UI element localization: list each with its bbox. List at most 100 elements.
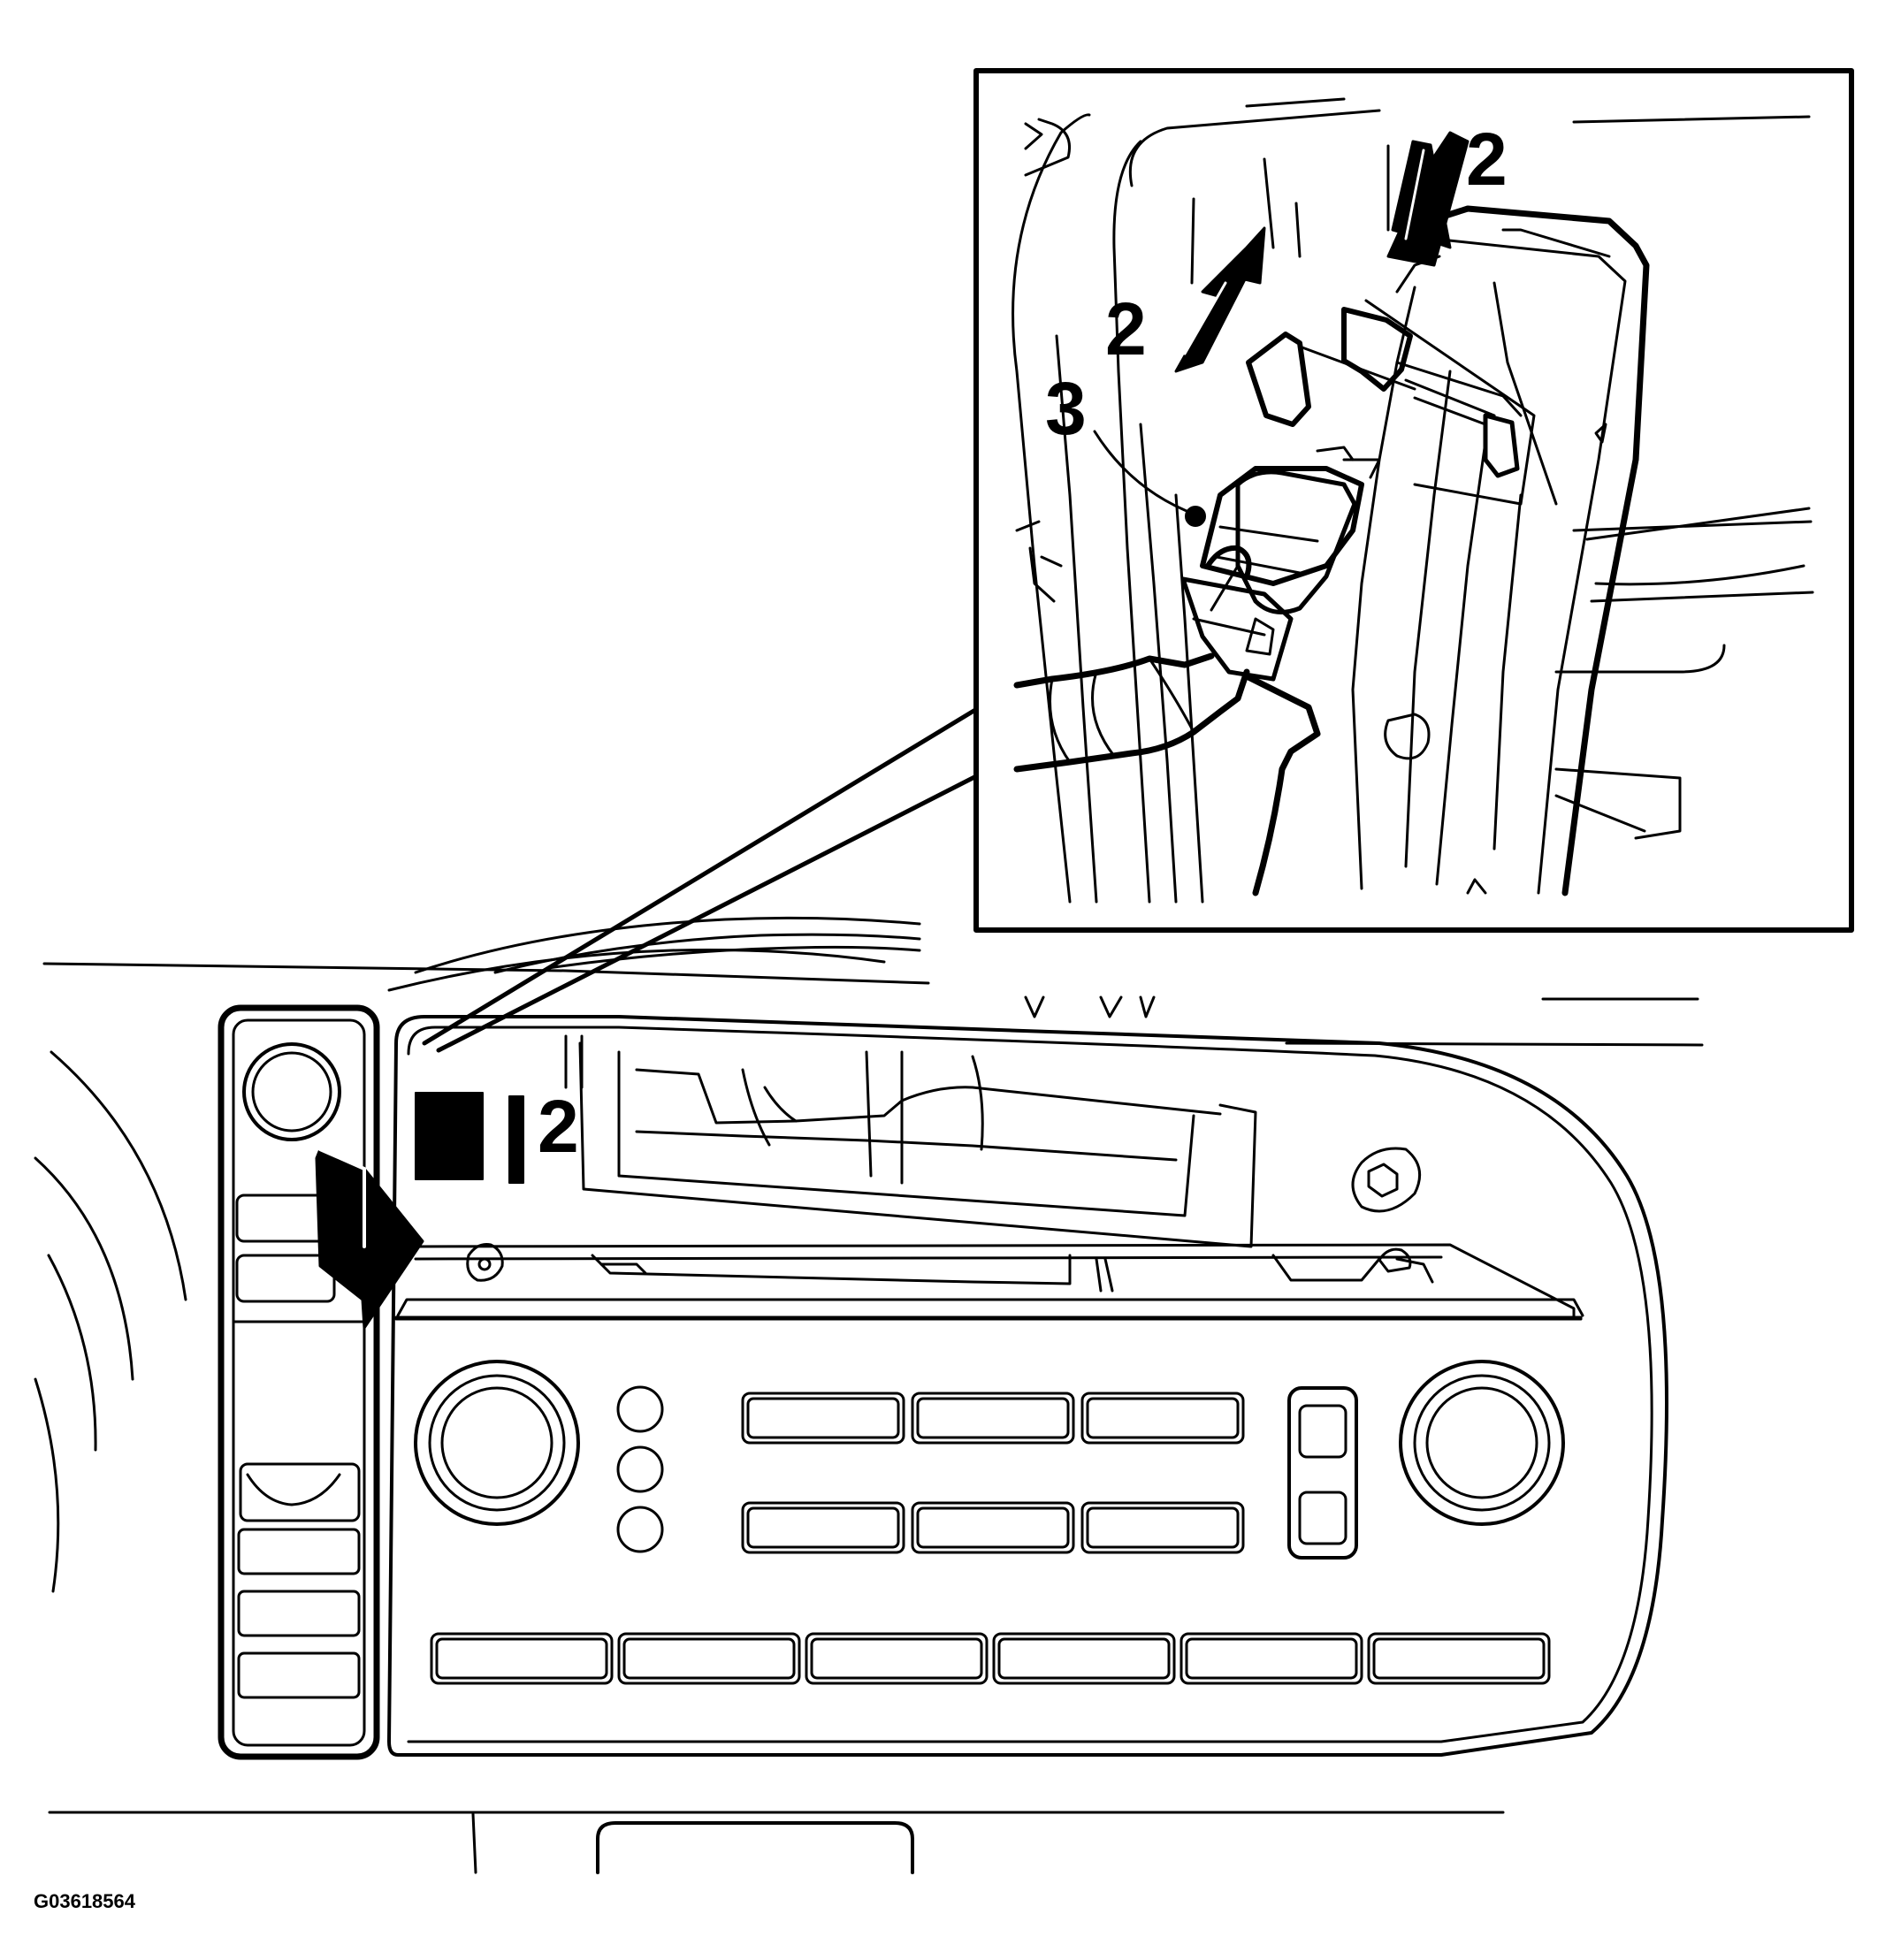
round-button-1 — [616, 1385, 664, 1433]
radio-rail-tab-2 — [1395, 1257, 1434, 1284]
rocker-switch-outer — [1287, 1386, 1358, 1560]
dashboard-contour — [414, 916, 921, 974]
connector-plug — [1180, 576, 1294, 682]
module-right-panel — [1554, 507, 1811, 833]
callout-3-dot — [1185, 506, 1206, 527]
figure-id: G03618564 — [34, 1890, 135, 1912]
module-housing-inner — [1431, 237, 1627, 895]
radio-right-knob-inner — [1425, 1386, 1538, 1499]
console-cupholder — [596, 1821, 914, 1874]
internal-bracket-inner — [617, 1050, 1195, 1217]
callout-3-leader — [1093, 430, 1197, 516]
module-notch — [1594, 423, 1607, 444]
radio-rail-slot-3 — [1271, 1254, 1381, 1282]
inset-pillar-mid — [1112, 140, 1151, 904]
harness-hand — [1049, 657, 1195, 764]
rocker-switch-lower — [1298, 1491, 1347, 1545]
internal-bracket-detail-3 — [865, 1050, 984, 1185]
module-bottom-tab — [1466, 878, 1487, 895]
inset-arrow-left — [1174, 226, 1266, 373]
cluster-arc-4 — [34, 1377, 60, 1593]
inset-pillar-left — [1055, 334, 1098, 904]
vertical-trim-panel — [218, 1004, 380, 1760]
trim-switch-4 — [237, 1651, 361, 1699]
connector-clip-rails — [1298, 345, 1523, 426]
dashboard-opening-outer — [387, 1015, 1668, 1757]
dashboard-opening-inner — [407, 1026, 1653, 1743]
inset-frame-curve — [1012, 113, 1091, 904]
inset-line-bracket — [1024, 118, 1071, 177]
callout-2-inset-left: 2 — [1105, 287, 1147, 370]
module-housing-top — [1364, 299, 1536, 506]
module-housing-side-2 — [1404, 370, 1452, 868]
preset-row-top — [741, 1392, 1245, 1445]
cluster-arc-3 — [47, 1254, 97, 1452]
inset-arrow-right-highlight — [1404, 149, 1425, 240]
inset-pillar-mid-2 — [1139, 423, 1178, 904]
module-boss — [1384, 713, 1431, 760]
inset-frame-border — [973, 68, 1854, 933]
cluster-arc-1 — [50, 1050, 187, 1301]
connector-clip-latch — [1341, 307, 1413, 392]
callout-2-marker-block — [415, 1092, 484, 1180]
internal-bracket-top — [578, 1041, 1257, 1248]
radio-top-rail — [405, 1243, 1576, 1319]
trim-knob-inner — [251, 1051, 332, 1133]
connector-clip-outer — [1246, 332, 1311, 427]
radio-right-knob-ring — [1413, 1374, 1551, 1512]
connector-latch-ring — [1205, 545, 1252, 579]
rocker-switch-upper — [1298, 1404, 1347, 1459]
bottom-button-row — [430, 1632, 1551, 1685]
harness-wire-right — [1243, 673, 1321, 896]
trim-switch-top-detail — [246, 1473, 341, 1506]
trim-switch-2 — [237, 1528, 361, 1575]
inset-line-left-bottom — [1015, 520, 1063, 603]
callout-2-main: 2 — [538, 1085, 579, 1168]
radio-front-panel — [396, 1298, 1584, 1317]
round-button-3 — [616, 1506, 664, 1553]
inset-upper-edge — [1128, 97, 1811, 187]
connector-outline-dark — [1200, 466, 1364, 586]
console-divider — [471, 1812, 477, 1874]
module-housing-outer — [1425, 205, 1650, 896]
internal-bracket-detail-4 — [741, 1068, 798, 1147]
trim-switch-top — [239, 1462, 361, 1522]
callout-2-marker-bar — [508, 1095, 524, 1184]
connector-body-lines — [1215, 446, 1381, 575]
internal-bracket-detail — [635, 1068, 1222, 1125]
mounting-nut-right — [1351, 1147, 1422, 1213]
internal-bracket-detail-2 — [635, 1130, 1178, 1162]
round-button-2 — [616, 1445, 664, 1493]
radio-left-knob-inner — [440, 1386, 553, 1499]
radio-left-knob-ring — [428, 1374, 566, 1512]
connector-body — [1235, 469, 1357, 614]
cluster-arc-2 — [34, 1156, 134, 1381]
module-right-line — [1554, 520, 1814, 840]
radio-rail-slot-1 — [591, 1254, 1072, 1285]
preset-row-middle — [741, 1501, 1245, 1554]
radio-rail-tab-1 — [599, 1262, 647, 1275]
trim-switch-3 — [237, 1590, 361, 1637]
radio-face-outline — [394, 1316, 1583, 1321]
dashboard-contour-4 — [387, 949, 886, 992]
trim-knob-outer — [242, 1042, 341, 1141]
module-housing-side-3 — [1435, 440, 1487, 886]
detail-inset — [973, 68, 1854, 933]
tab-hook — [1024, 995, 1156, 1018]
connector-clip-side — [1483, 413, 1520, 478]
mounting-nut-hex — [1367, 1163, 1399, 1198]
callout-2-inset-top: 2 — [1466, 118, 1508, 201]
radio-left-knob-outer — [414, 1360, 580, 1526]
radio-rail-slot-2 — [1095, 1257, 1114, 1293]
module-housing-side-4 — [1492, 493, 1523, 850]
inset-arrow-left-highlight — [1183, 281, 1227, 355]
inset-line-short-1 — [1190, 144, 1390, 285]
trim-removal-arrow-highlight — [318, 1148, 366, 1248]
callout-3-inset: 3 — [1045, 367, 1087, 450]
harness-wire-lower — [1013, 668, 1250, 773]
inset-pillar-mid-3 — [1174, 493, 1204, 904]
detail-leader — [422, 705, 982, 1053]
module-housing-side — [1351, 286, 1416, 890]
trim-panel-inner — [232, 1018, 366, 1747]
